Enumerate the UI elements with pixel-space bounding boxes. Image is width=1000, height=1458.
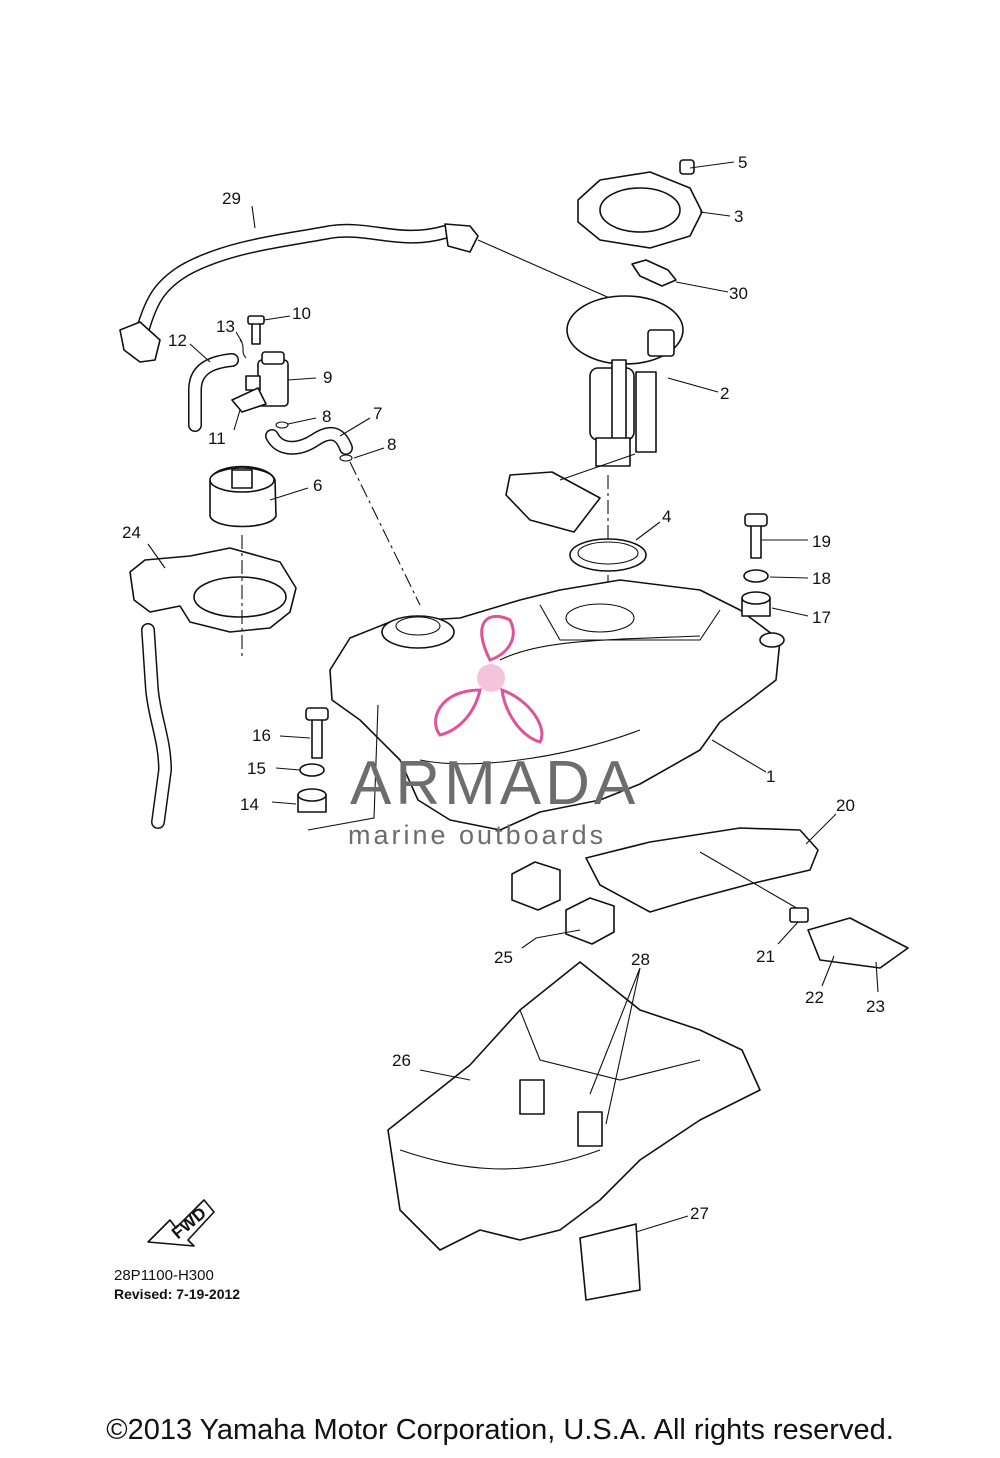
part-label-14: 14: [240, 795, 259, 814]
part-label-13: 13: [216, 317, 235, 336]
part-label-27: 27: [690, 1204, 709, 1223]
part-label-15: 15: [247, 759, 266, 778]
drawing-code: 28P1100-H300: [114, 1267, 214, 1284]
part-label-23: 23: [866, 997, 885, 1016]
part-label-17: 17: [812, 608, 831, 627]
part-labels: 1 2 3 4 5 6 7 8 8 9 10 11 12 13 14 15 16…: [122, 153, 885, 1223]
copyright-notice: ©2013 Yamaha Motor Corporation, U.S.A. A…: [106, 1414, 894, 1446]
part-label-5: 5: [738, 153, 747, 172]
retainer-plate-3: [577, 159, 703, 249]
part-label-2: 2: [720, 384, 729, 403]
part-label-25: 25: [494, 948, 513, 967]
part-label-22: 22: [805, 988, 824, 1007]
part-label-10: 10: [292, 304, 311, 323]
solenoid-assembly-9: [188, 315, 289, 432]
part-label-19: 19: [812, 532, 831, 551]
bolt-16-collar-15-damper-14: [297, 704, 379, 831]
under-cover-26: [387, 961, 761, 1301]
armada-logo-icon: [434, 614, 544, 744]
part-label-1: 1: [766, 767, 775, 786]
part-label-28: 28: [631, 950, 650, 969]
part-label-26: 26: [392, 1051, 411, 1070]
fuel-tank-1: [329, 461, 785, 831]
hose-7: [265, 421, 353, 462]
revised-date: Revised: 7-19-2012: [114, 1286, 241, 1302]
part-label-16: 16: [252, 726, 271, 745]
bolt-19-collar-18-damper-17: [741, 513, 771, 617]
part-label-29: 29: [222, 189, 241, 208]
watermark-tagline: marine outboards: [348, 820, 606, 850]
part-label-18: 18: [812, 569, 831, 588]
watermark-name: ARMADA: [350, 749, 639, 818]
part-label-7: 7: [373, 404, 382, 423]
part-label-12: 12: [168, 331, 187, 350]
fuel-cap-6: [209, 465, 277, 528]
part-label-30: 30: [729, 284, 748, 303]
part-label-8a: 8: [322, 407, 331, 426]
part-label-20: 20: [836, 796, 855, 815]
gasket-4: [569, 538, 647, 572]
leader-lines: [147, 161, 879, 1233]
part-label-8b: 8: [387, 435, 396, 454]
part-label-24: 24: [122, 523, 141, 542]
part-label-11: 11: [208, 429, 226, 448]
part-label-9: 9: [323, 368, 332, 387]
heat-shield-20: [585, 827, 909, 969]
part-label-21: 21: [756, 947, 775, 966]
clip-30: [631, 259, 677, 287]
damper-25: [511, 861, 615, 949]
drawing-info: 28P1100-H300 Revised: 7-19-2012: [114, 1266, 240, 1304]
part-label-6: 6: [313, 476, 322, 495]
part-label-4: 4: [662, 507, 671, 526]
filler-tray-24: [129, 535, 297, 829]
part-label-3: 3: [734, 207, 743, 226]
vent-hose-29: [119, 223, 656, 363]
fuel-pump-2: [505, 295, 684, 640]
fwd-arrow-icon: FWD: [147, 1199, 215, 1247]
